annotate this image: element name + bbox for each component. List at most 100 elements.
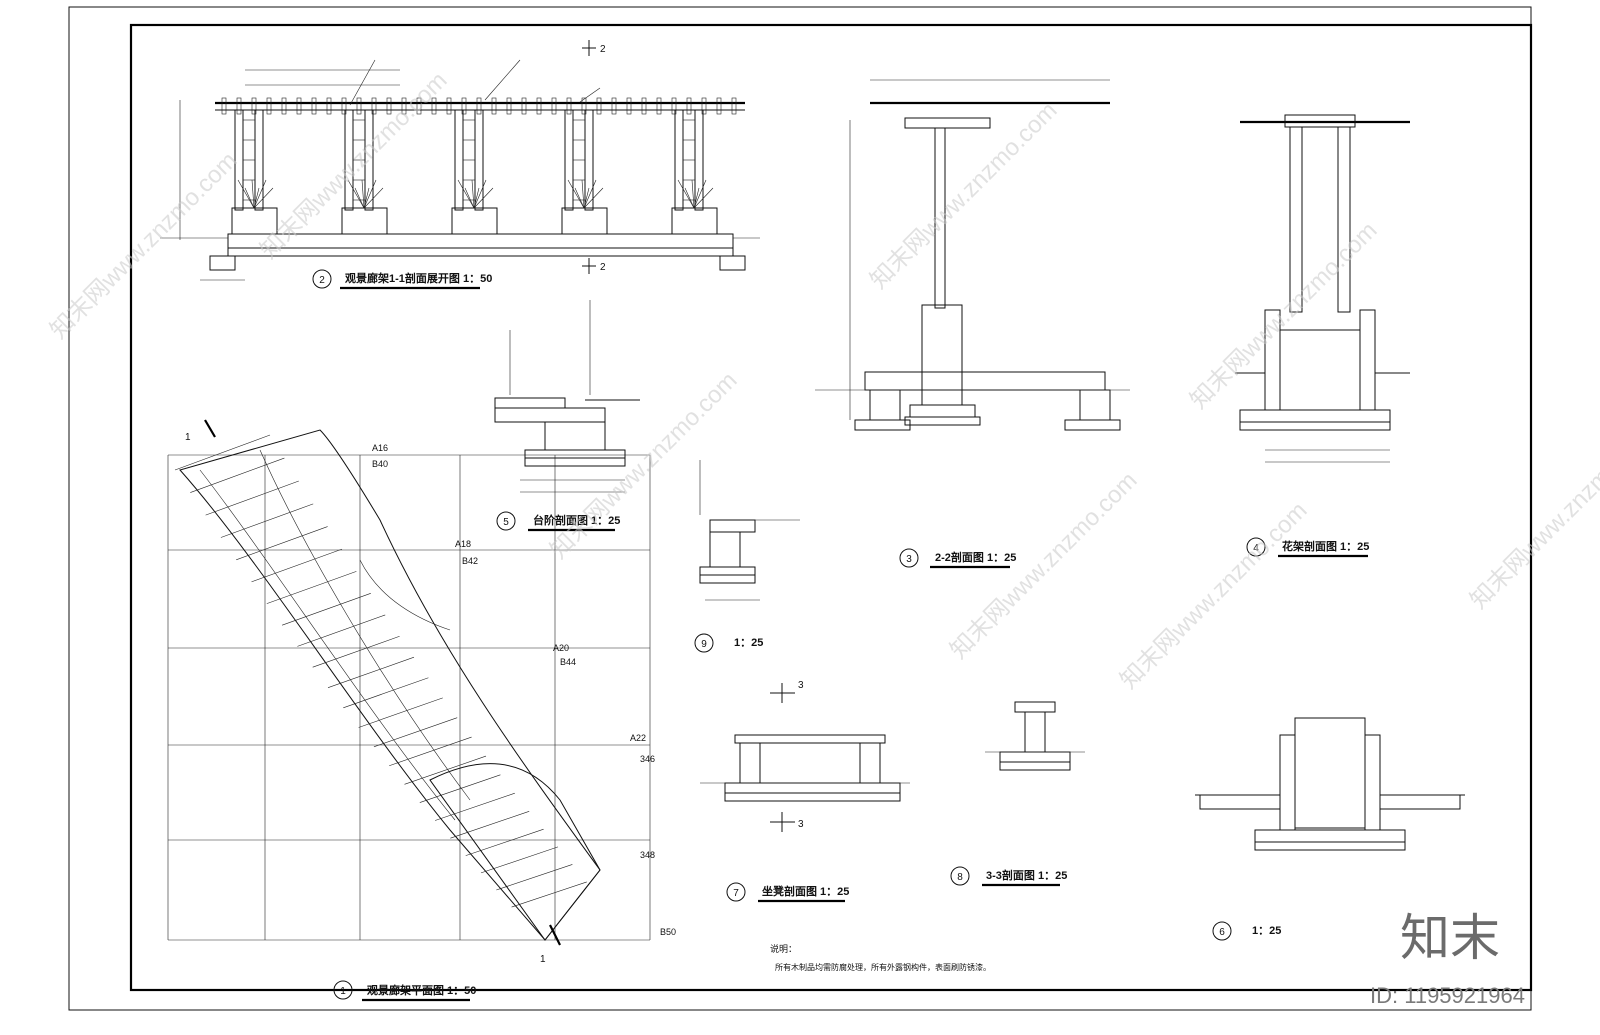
- rafter-section: [506, 97, 512, 115]
- svg-text:观景廊架1-1剖面展开图 1：50: 观景廊架1-1剖面展开图 1：50: [345, 271, 492, 285]
- notes-label: 说明：: [770, 943, 797, 954]
- section-mark-1-bottom: 1: [540, 924, 561, 965]
- watermark-text: 知末网www.znzmo.com: [45, 147, 242, 344]
- plan-rafter: [435, 792, 515, 821]
- plan-rafter: [404, 755, 487, 785]
- watermark-text: 知末网www.znzmo.com: [945, 467, 1142, 664]
- plant-leaf: [244, 187, 255, 209]
- rafter-section: [326, 97, 332, 115]
- svg-text:坐凳剖面图 1：25: 坐凳剖面图 1：25: [762, 884, 849, 898]
- drawing-title-8: 8 3-3剖面图 1：25: [950, 866, 1067, 887]
- grid-label: 346: [640, 754, 655, 764]
- plant-leaf: [583, 179, 597, 209]
- planter-box: [671, 207, 718, 235]
- rafter-section: [551, 97, 557, 115]
- svg-text:9: 9: [701, 639, 707, 650]
- svg-text:1: 1: [340, 986, 346, 997]
- plan-rafter: [465, 828, 544, 856]
- plant-leaf: [363, 187, 384, 209]
- section-mark-label: 3: [798, 680, 804, 691]
- plan-rafter: [312, 635, 400, 668]
- plan-rafter: [327, 656, 415, 688]
- rafter-section: [566, 97, 572, 115]
- watermark-text: 知末网www.znzmo.com: [255, 67, 452, 264]
- plan-rafter: [251, 548, 343, 583]
- grid-label: A22: [630, 733, 646, 743]
- section-mark-label: 3: [798, 819, 804, 830]
- rafter-section: [491, 97, 497, 115]
- grid-label: B50: [660, 927, 676, 937]
- plant-leaf: [473, 187, 494, 209]
- detail-drawing-9: [699, 460, 800, 601]
- rafter-section: [536, 97, 542, 115]
- section-mark-label: 2: [600, 44, 606, 55]
- rafter-section: [341, 97, 347, 115]
- plant-leaf: [253, 187, 274, 209]
- grid-label: A16: [372, 443, 388, 453]
- rafter-section: [581, 97, 587, 115]
- plan-rafter: [480, 846, 559, 874]
- plan-rafter: [281, 593, 371, 626]
- watermark-text: 知末网www.znzmo.com: [1465, 417, 1600, 614]
- watermark-text: 知末网www.znzmo.com: [1115, 497, 1312, 694]
- step-section-drawing-5: [494, 300, 640, 493]
- rafter-section: [296, 97, 302, 115]
- drawing-title-2: 2 观景廊架1-1剖面展开图 1：50: [312, 269, 492, 290]
- plant-leaf: [363, 179, 377, 209]
- svg-text:1：25: 1：25: [1252, 925, 1281, 937]
- svg-text:2: 2: [319, 275, 325, 286]
- svg-text:3-3剖面图 1：25: 3-3剖面图 1：25: [986, 868, 1067, 882]
- plan-rafter: [496, 864, 573, 891]
- drawing-title-3: 3 2-2剖面图 1：25: [899, 548, 1016, 569]
- rafter-section: [401, 97, 407, 115]
- notes-body: 所有木制品均需防腐处理，所有外露钢构件，表面刷防锈漆。: [775, 962, 991, 972]
- section-mark-1-top: 1: [185, 419, 216, 443]
- rafter-section: [671, 97, 677, 115]
- rafter-section: [431, 97, 437, 115]
- section-mark-label: 1: [185, 432, 191, 443]
- column-post: [674, 109, 684, 211]
- plant-leaf: [473, 179, 487, 209]
- svg-text:8: 8: [957, 872, 963, 883]
- column-post: [254, 109, 264, 211]
- plan-rafter: [236, 526, 328, 561]
- grid-label: A20: [553, 643, 569, 653]
- rafter-section: [266, 97, 272, 115]
- plant-leaf: [471, 179, 475, 209]
- section-mark-2-top: 2: [582, 40, 606, 56]
- plant-leaf: [567, 179, 585, 209]
- plant-leaf: [354, 187, 365, 209]
- plan-rafter: [190, 457, 285, 493]
- plant-leaf: [583, 187, 604, 209]
- bench-section-drawing-7: [700, 734, 910, 802]
- plan-rafter: [220, 503, 314, 538]
- rafter-section: [446, 97, 452, 115]
- section-drawing-3: [815, 79, 1130, 431]
- grid-label: 348: [640, 850, 655, 860]
- plant-leaf: [347, 179, 365, 209]
- rafter-section: [641, 97, 647, 115]
- grid-label: B42: [462, 556, 478, 566]
- plan-rafter: [297, 614, 386, 647]
- drawing-title-7: 7 坐凳剖面图 1：25: [726, 882, 849, 903]
- rafter-section: [311, 97, 317, 115]
- elevation-drawing-2: [160, 59, 760, 281]
- svg-text:7: 7: [733, 888, 739, 899]
- rafter-section: [686, 97, 692, 115]
- column-post: [584, 109, 594, 211]
- brand-logo: 知末 ID: 1195921964: [1370, 910, 1525, 1008]
- planter-box: [231, 207, 278, 235]
- plan-rafter: [419, 774, 501, 803]
- plan-rafter: [389, 736, 472, 767]
- section-mark-2-bottom: 2: [582, 258, 606, 274]
- rafter-section: [356, 97, 362, 115]
- rafter-section: [461, 97, 467, 115]
- plan-rafter: [343, 677, 429, 709]
- rafter-section: [281, 97, 287, 115]
- planter-box: [451, 207, 498, 235]
- plant-leaf: [693, 179, 707, 209]
- section-mark-3-bottom: 3: [770, 812, 804, 832]
- rafter-section: [611, 97, 617, 115]
